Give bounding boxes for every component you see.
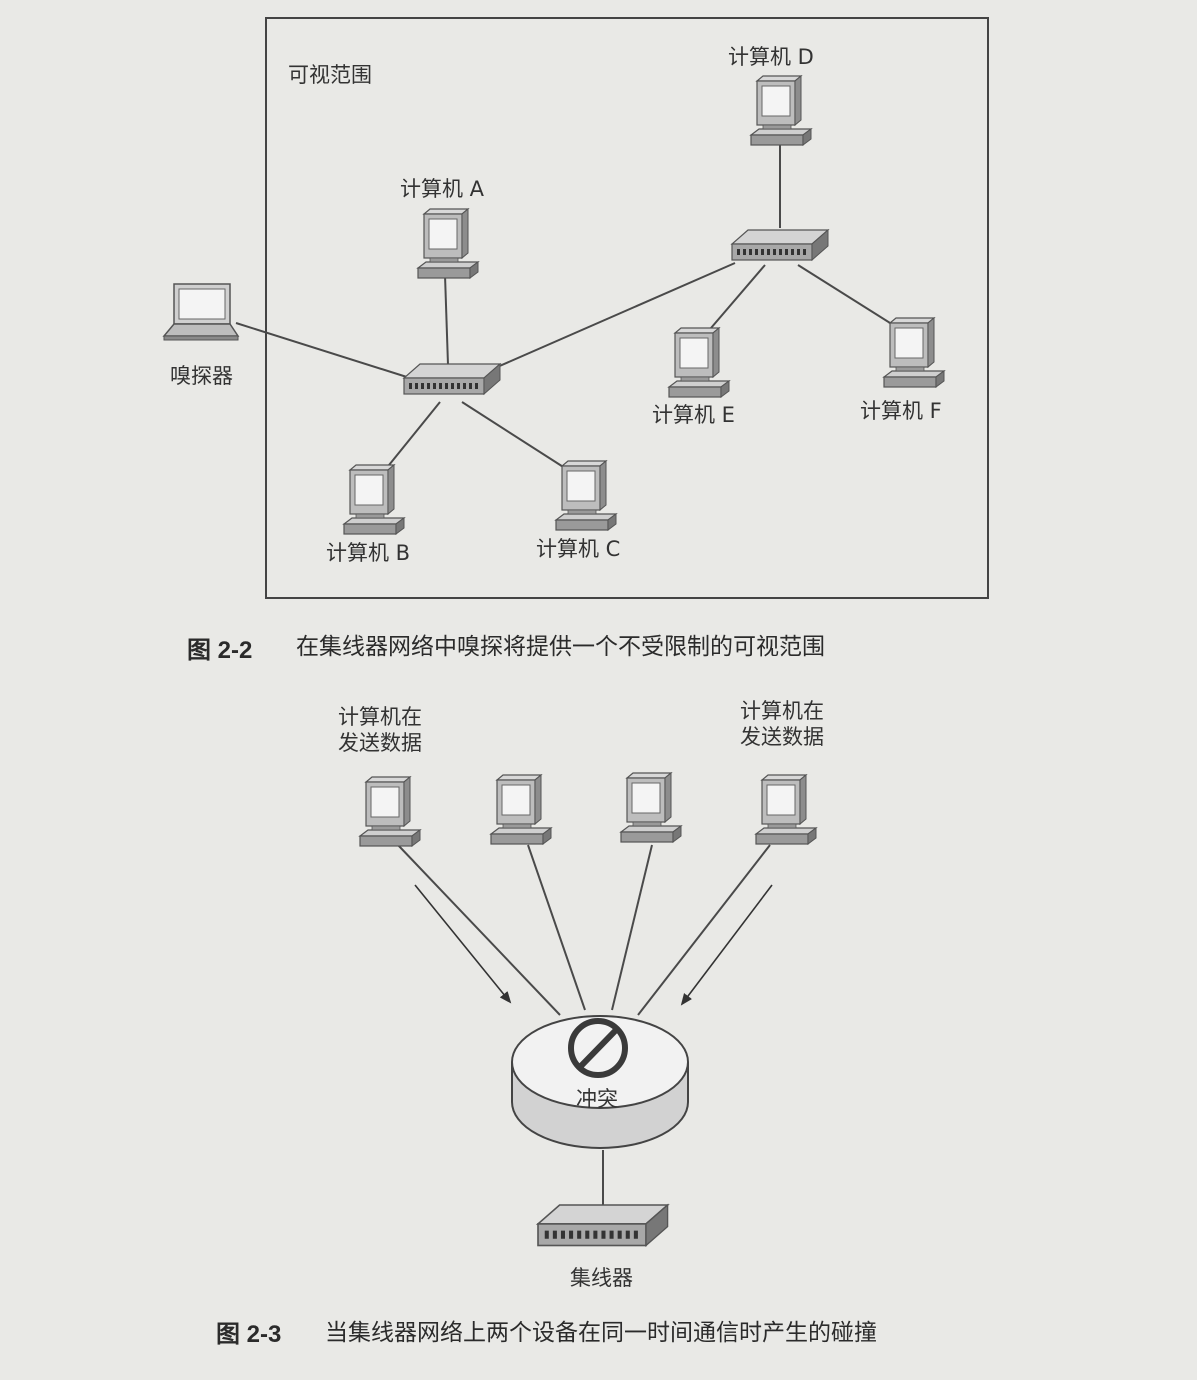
- figure-2-3-number: 图 2-3: [216, 1321, 281, 1348]
- sender-right-label-line2: 发送数据: [740, 725, 824, 749]
- computer-3-icon: [620, 772, 682, 843]
- sender-left-label-line2: 发送数据: [338, 731, 422, 755]
- figure-2-3-caption: 当集线器网络上两个设备在同一时间通信时产生的碰撞: [325, 1320, 877, 1346]
- collision-label: 冲突: [576, 1087, 618, 1111]
- visibility-scope-frame: [265, 17, 989, 599]
- sending-computer-right-icon: [755, 774, 817, 845]
- prohibited-icon: [568, 1018, 628, 1078]
- figure-2-2-number: 图 2-2: [187, 637, 252, 664]
- computer-e-icon: [668, 327, 730, 398]
- wire-computer-3: [611, 844, 653, 1011]
- computer-c-icon: [555, 460, 617, 531]
- sniffer-label: 嗅探器: [170, 364, 233, 388]
- wire-f-hub: [797, 264, 899, 329]
- computer-d-label: 计算机 D: [728, 45, 814, 69]
- wire-hub-hub: [494, 262, 736, 369]
- wire-sniffer-hub: [235, 322, 411, 379]
- transmit-arrow-left: [414, 884, 512, 1004]
- visibility-scope-label: 可视范围: [288, 63, 372, 87]
- computer-f-label: 计算机 F: [860, 399, 942, 423]
- figure-2-2-caption: 在集线器网络中嗅探将提供一个不受限制的可视范围: [296, 634, 825, 660]
- computer-a-label: 计算机 A: [400, 177, 485, 201]
- computer-d-icon: [750, 75, 812, 146]
- computer-2-icon: [490, 774, 552, 845]
- transmit-arrow-right: [680, 884, 773, 1006]
- wire-b-hub: [384, 401, 441, 471]
- wire-computer-4: [637, 844, 771, 1016]
- sender-right-label-line1: 计算机在: [740, 699, 824, 723]
- computer-e-label: 计算机 E: [652, 403, 735, 427]
- network-wires-fig-2-2: [235, 140, 899, 471]
- computer-a-icon: [417, 208, 479, 279]
- wire-c-hub: [461, 401, 569, 471]
- collision-domain-icon: [511, 1015, 689, 1149]
- sniffer-laptop-icon: [163, 283, 239, 341]
- computer-c-label: 计算机 C: [536, 537, 620, 561]
- hub-right-icon: [731, 229, 829, 261]
- network-wires-fig-2-3: [397, 844, 771, 1205]
- sender-left-label-line1: 计算机在: [338, 705, 422, 729]
- wire-e-hub: [704, 264, 766, 336]
- computer-b-label: 计算机 B: [326, 541, 410, 565]
- computer-f-icon: [883, 317, 945, 388]
- computer-b-icon: [343, 464, 405, 535]
- wire-computer-2: [527, 844, 586, 1011]
- sending-computer-left-icon: [359, 776, 421, 847]
- hub-left-icon: [403, 363, 501, 395]
- wire-computer-1: [397, 844, 561, 1016]
- hub-icon: [537, 1204, 669, 1247]
- hub-label: 集线器: [570, 1266, 633, 1290]
- wire-a-hub: [444, 274, 449, 366]
